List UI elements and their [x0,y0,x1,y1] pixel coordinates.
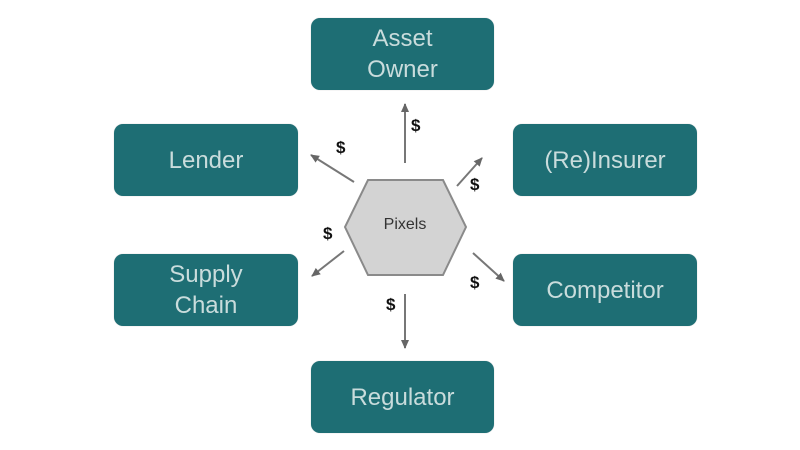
node-label: Regulator [350,383,455,411]
node-label: Competitor [546,276,664,304]
dollar-label-regulator: $ [386,295,396,314]
node-label: Lender [168,146,244,174]
node-label: Supply Chain [169,261,243,319]
arrow-to-lender [310,154,355,183]
pixels-hub-hexagon [343,179,468,276]
arrow-to-competitor [472,252,505,282]
pixels-hub-label: Pixels [383,216,427,233]
arrow-to-reinsurer [456,157,483,187]
dollar-label-asset-owner: $ [411,116,421,135]
dollar-label-reinsurer: $ [470,175,480,194]
node-asset-owner: Asset Owner [311,18,494,90]
arrow-to-supply-chain [311,250,345,277]
node-competitor: Competitor [513,254,697,326]
node-supply-chain: Supply Chain [114,254,298,326]
dollar-label-supply-chain: $ [323,224,333,243]
node-regulator: Regulator [311,361,494,433]
node-label: Asset Owner [367,25,438,83]
dollar-label-lender: $ [336,138,346,157]
node-reinsurer: (Re)Insurer [513,124,697,196]
node-lender: Lender [114,124,298,196]
node-label: (Re)Insurer [544,146,666,174]
dollar-label-competitor: $ [470,273,480,292]
